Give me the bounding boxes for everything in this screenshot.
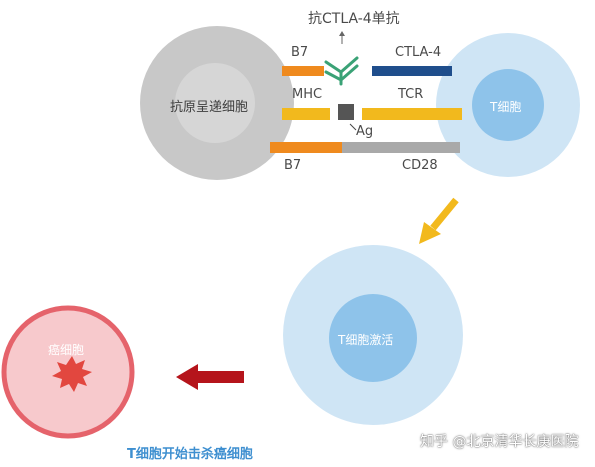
cancer-cell-label: 癌细胞	[48, 343, 85, 357]
antibody-pointer-arrow	[339, 31, 345, 44]
antibody-label: 抗CTLA-4单抗	[308, 11, 400, 27]
cd28-label: CD28	[402, 158, 438, 173]
activated-t-cell-nucleus	[329, 294, 417, 382]
activated-t-cell-label: T细胞激活	[338, 333, 394, 347]
attack-arrow	[176, 364, 244, 390]
b7-top-bar	[282, 66, 324, 76]
ag-label: Ag	[356, 124, 374, 139]
mhc-bar	[282, 108, 330, 120]
apc-label: 抗原呈递细胞	[170, 100, 249, 115]
t-cell-label: T细胞	[490, 100, 522, 114]
tcr-bar	[362, 108, 462, 120]
ag-pointer	[349, 123, 357, 131]
antigen-square	[338, 104, 354, 120]
mhc-label: MHC	[292, 87, 323, 102]
t-cell-nucleus	[472, 69, 544, 141]
apc-nucleus	[175, 63, 255, 143]
tumor-core-icon	[52, 356, 92, 392]
watermark: 知乎 @北京清华长庚医院	[420, 434, 579, 450]
caption: T细胞开始击杀癌细胞	[127, 447, 253, 462]
b7-top-label: B7	[291, 45, 309, 60]
ctla4-label: CTLA-4	[395, 45, 442, 60]
b7-bottom-label: B7	[284, 158, 302, 173]
cd28-bar	[342, 142, 460, 153]
antibody-icon	[324, 56, 359, 86]
activation-arrow	[419, 197, 459, 244]
b7-bottom-bar	[270, 142, 342, 153]
ctla4-bar	[372, 66, 452, 76]
tcr-label: TCR	[398, 87, 424, 102]
